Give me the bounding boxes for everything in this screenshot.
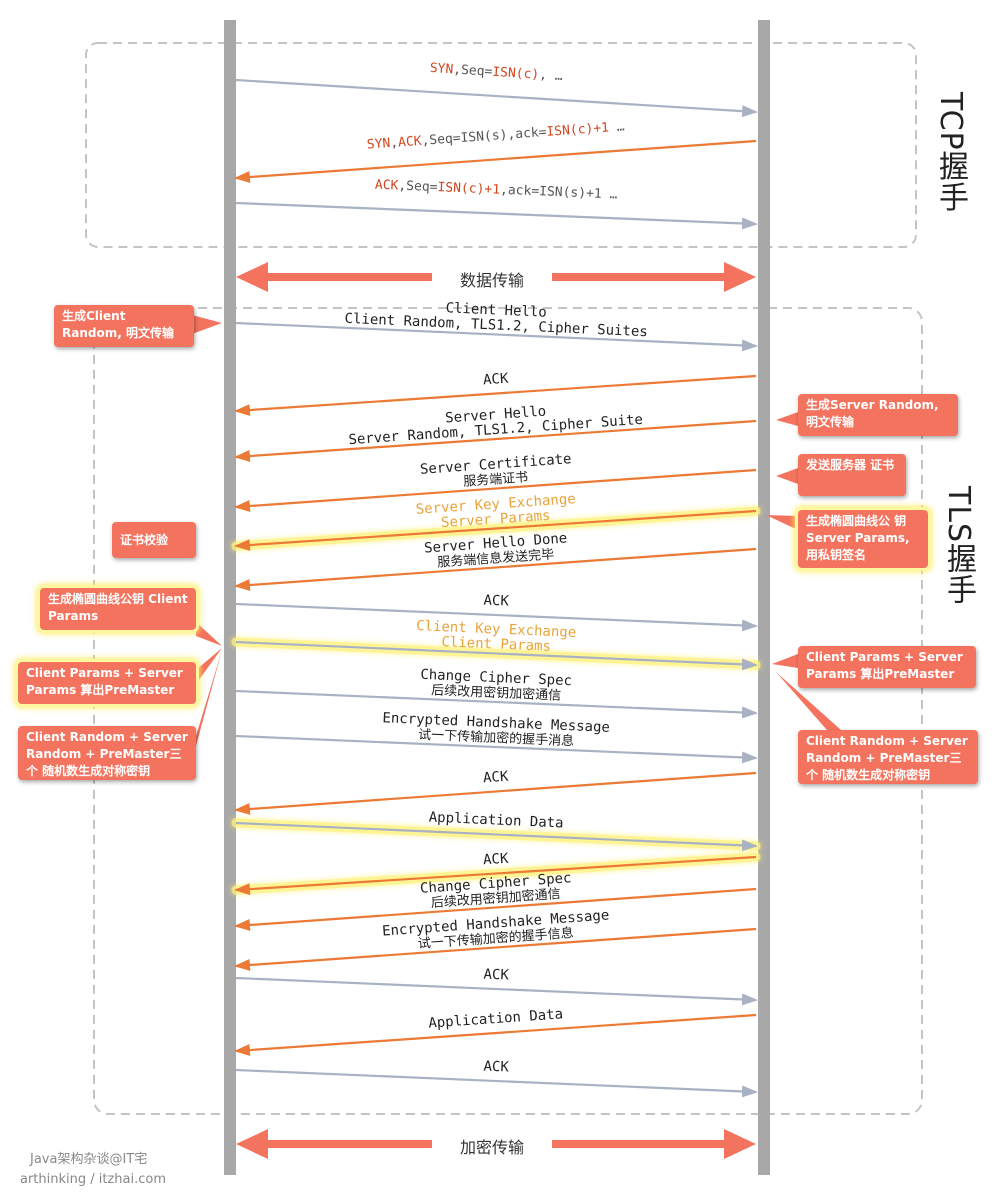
message-3: ACK,Seq=ISN(c)+1,ack=ISN(s)+1 … — [235, 178, 758, 230]
tls-handshake-title: TLS握手 — [941, 486, 976, 606]
message-20: Application Data — [234, 1006, 757, 1057]
message-arrow — [235, 321, 758, 352]
message-label: ACK — [483, 851, 510, 869]
message-arrow — [234, 374, 757, 417]
data-transfer-label: 数据传输 — [459, 271, 524, 290]
message-15: Application Data — [231, 810, 761, 852]
message-arrow — [234, 547, 757, 591]
message-10: ACK — [235, 592, 758, 632]
note-client-premaster: Client Params + Server Params 算出PreMaste… — [18, 662, 196, 704]
message-label: SYN,Seq=ISN(c), … — [429, 61, 563, 84]
message-label: Application Data — [428, 810, 563, 832]
message-label: Change Cipher Spec — [420, 667, 572, 689]
message-sublabel: 试一下传输加密的握手消息 — [418, 727, 575, 750]
note-server-random: 生成Server Random, 明文传输 — [798, 394, 958, 436]
message-arrow — [235, 1068, 758, 1098]
callout-pointer-server-premaster — [772, 654, 798, 668]
callout-pointer-client-symkey — [196, 650, 222, 746]
message-arrow — [234, 855, 757, 896]
message-label: Client Key Exchange — [416, 618, 577, 641]
message-arrow — [235, 976, 758, 1006]
message-label: SYN,ACK,Seq=ISN(s),ack=ISN(c)+1 … — [366, 119, 625, 152]
note-client-params: 生成椭圆曲线公钥 Client Params — [40, 588, 196, 630]
message-label: ACK — [483, 592, 510, 609]
message-label: ACK — [483, 371, 510, 389]
message-list: SYN,Seq=ISN(c), … SYN,ACK,Seq=ISN(s),ack=… — [231, 61, 761, 1098]
message-label: Application Data — [428, 1006, 564, 1031]
callout-pointer-client-params — [196, 622, 222, 646]
message-arrow — [234, 419, 757, 463]
callout-pointer-client-random — [192, 315, 222, 334]
message-arrow — [235, 602, 758, 632]
tcp-handshake-title: TCP握手 — [933, 92, 968, 213]
server-lifeline — [758, 20, 770, 1175]
note-server-params: 生成椭圆曲线公 钥Server Params, 用私钥签名 — [798, 510, 928, 568]
message-label: Client Hello — [445, 300, 547, 320]
message-arrow — [234, 468, 757, 512]
message-14: ACK — [234, 769, 757, 815]
message-arrow — [234, 509, 757, 552]
message-arrow — [235, 640, 758, 671]
encrypted-transfer-band — [236, 1129, 756, 1159]
message-sublabel: 服务端证书 — [463, 469, 529, 490]
message-arrow — [235, 78, 758, 118]
note-server-symmetric-key: Client Random + Server Random + PreMaste… — [798, 730, 978, 784]
note-client-random: 生成Client Random, 明文传输 — [54, 305, 194, 347]
message-label: ACK — [483, 1058, 510, 1075]
message-19: ACK — [235, 966, 758, 1006]
note-send-certificate: 发送服务器 证书 — [798, 454, 906, 496]
callout-pointer-client-premaster — [196, 648, 222, 684]
watermark-line-1: Java架构杂谈@IT宅 — [30, 1152, 148, 1167]
message-sublabel: 后续改用密钥加密通信 — [431, 682, 562, 703]
message-arrow — [235, 821, 758, 852]
data-transfer-band — [236, 262, 756, 292]
message-arrow — [234, 887, 757, 931]
message-2: SYN,ACK,Seq=ISN(s),ack=ISN(c)+1 … — [234, 119, 757, 183]
message-21: ACK — [235, 1058, 758, 1098]
message-arrow — [235, 689, 758, 719]
tcp-handshake-frame — [85, 42, 917, 248]
message-sublabel: Client Params — [441, 634, 551, 655]
message-arrow — [234, 1013, 757, 1057]
encrypted-transfer-label: 加密传输 — [459, 1138, 524, 1157]
message-5: ACK — [234, 371, 757, 417]
client-lifeline — [224, 20, 236, 1175]
message-label: ACK — [483, 769, 510, 787]
message-sublabel: Server Params — [441, 508, 551, 531]
callout-pointer-send-cert — [776, 468, 798, 484]
note-verify-certificate: 证书校验 — [112, 522, 196, 558]
message-16: ACK — [231, 851, 761, 896]
message-1: SYN,Seq=ISN(c), … — [235, 61, 758, 118]
callout-pointer-server-symkey — [776, 672, 850, 738]
watermark-line-2: arthinking / itzhai.com — [20, 1172, 167, 1187]
callout-pointer-server-params — [766, 515, 798, 530]
note-client-symmetric-key: Client Random + Server Random + PreMaste… — [18, 726, 196, 780]
message-arrow — [235, 734, 758, 764]
callout-pointer-server-random — [776, 412, 798, 426]
message-arrow — [234, 771, 757, 815]
message-label: ACK,Seq=ISN(c)+1,ack=ISN(s)+1 … — [375, 178, 618, 203]
note-server-premaster: Client Params + Server Params 算出PreMaste… — [798, 646, 976, 688]
message-label: ACK — [483, 966, 510, 983]
message-arrow — [234, 927, 757, 971]
message-label: Server Hello — [445, 404, 547, 427]
message-arrow — [234, 139, 757, 183]
message-arrow — [235, 201, 758, 230]
